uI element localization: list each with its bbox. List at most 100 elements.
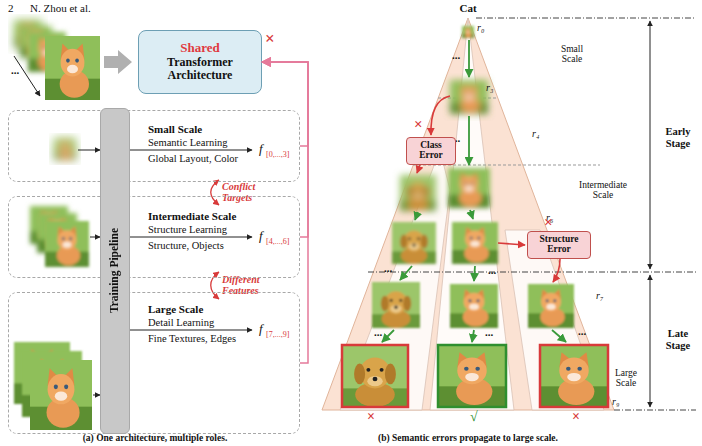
error-arrow <box>553 259 560 282</box>
final-image <box>342 345 408 407</box>
large-image <box>30 360 92 430</box>
scale-image <box>400 175 436 211</box>
conflict-note: Conflict Targets <box>222 181 270 203</box>
function-index: [4,...,6] <box>266 237 289 246</box>
class-name: Cat <box>448 2 488 14</box>
scale-image <box>528 284 574 328</box>
scale-image <box>392 222 436 264</box>
scale-image <box>452 222 498 264</box>
scale-image <box>450 284 498 328</box>
stage-divider <box>614 410 696 411</box>
propagation-arrow <box>470 210 473 219</box>
function-symbol: f <box>259 322 263 337</box>
conflict-arrow <box>211 180 219 205</box>
stage-name: Late Stage <box>656 328 700 351</box>
scale-pyramid <box>322 18 614 410</box>
error-arrow <box>498 243 525 245</box>
scale-group: Small ScaleSemantic LearningGlobal Layou… <box>8 110 300 182</box>
input-image <box>45 36 100 100</box>
ellipsis-mark: ... <box>377 262 399 274</box>
scale-index: r₄ <box>532 128 539 139</box>
scale-index: r₃ <box>486 82 493 93</box>
flow-arrow <box>130 237 252 238</box>
scale-image <box>448 168 490 208</box>
correct-frame <box>438 345 506 407</box>
flow-arrow <box>130 150 252 151</box>
error-arrow <box>417 165 420 173</box>
flow-arrow <box>78 150 100 151</box>
function-index: [0,...,3] <box>266 150 289 159</box>
scale-index: r₀ <box>477 22 484 33</box>
propagation-arrow <box>472 330 474 342</box>
ellipsis-mark: ... <box>4 64 26 76</box>
stage-divider <box>476 18 696 19</box>
ellipsis-mark: ... <box>481 264 503 276</box>
feedback-line <box>262 62 308 237</box>
scale-title: Small Scale <box>148 123 202 136</box>
fail-mark: × <box>572 409 580 424</box>
scale-image <box>462 26 474 38</box>
propagation-arrow <box>400 266 412 280</box>
propagation-arrow <box>382 330 394 342</box>
fail-mark: × <box>414 116 423 133</box>
error-box: Class Error <box>406 137 456 165</box>
small-image <box>54 138 76 160</box>
final-image <box>540 345 608 407</box>
scale-index: r₉ <box>612 396 619 407</box>
scale-index: r₇ <box>596 290 603 301</box>
running-head: N. Zhou et al. <box>30 2 91 14</box>
ellipsis-mark: ... <box>445 49 467 61</box>
scale-title: Large Scale <box>148 303 203 316</box>
pipeline-bar: Training Pipeline <box>100 108 130 434</box>
final-image <box>438 345 506 407</box>
error-box: Structure Error <box>527 231 591 259</box>
propagation-arrow <box>468 116 470 165</box>
scale-feature: Structure, Objects <box>148 240 224 252</box>
ellipsis-mark: ... <box>571 325 593 337</box>
model-box: SharedTransformer Architecture <box>138 30 262 94</box>
scale-image <box>372 282 420 328</box>
ellipsis-mark: ... <box>478 326 500 338</box>
model-heading: Shared <box>180 41 220 56</box>
flow-arrow <box>130 330 252 331</box>
function-symbol: f <box>259 142 263 157</box>
path-wedge <box>340 150 450 410</box>
conflict-arrow <box>211 272 219 299</box>
wrong-frame <box>342 345 408 407</box>
page-number: 2 <box>8 2 14 14</box>
scale-name: Intermediate Scale <box>572 180 634 201</box>
scale-feature: Fine Textures, Edges <box>148 333 236 345</box>
function-symbol: f <box>259 229 263 244</box>
error-arrow <box>431 96 450 135</box>
error-name: Structure Error <box>534 235 584 255</box>
scale-role: Structure Learning <box>148 224 227 236</box>
propagation-arrow <box>474 266 475 281</box>
wrong-frame <box>540 345 608 407</box>
pass-mark: √ <box>470 409 478 424</box>
stage-divider <box>368 272 696 273</box>
scale-image <box>450 80 488 114</box>
block-arrow <box>104 50 132 74</box>
fail-mark: × <box>367 409 375 424</box>
feedback-line <box>262 62 308 146</box>
propagation-arrow <box>552 330 566 342</box>
scale-feature: Global Layout, Color <box>148 153 238 165</box>
fail-mark: × <box>265 30 275 49</box>
propagation-arrow <box>468 40 470 77</box>
stage-span <box>650 275 651 407</box>
intermediate-image <box>45 221 89 267</box>
scale-group: Intermediate ScaleStructure LearningStru… <box>8 196 300 278</box>
model-name: Transformer Architecture <box>150 56 250 84</box>
panel-caption: (a) One architecture, multiple roles. <box>5 433 305 443</box>
pipeline-name: Training Pipeline <box>108 228 121 313</box>
scale-name: Large Scale <box>610 368 642 389</box>
stage-name: Early Stage <box>656 126 700 149</box>
scale-role: Semantic Learning <box>148 137 228 149</box>
propagation-arrow <box>415 212 418 220</box>
scale-role: Detail Learning <box>148 317 214 329</box>
scale-name: Small Scale <box>556 44 588 65</box>
stage-span <box>650 21 651 269</box>
error-name: Class Error <box>413 141 449 161</box>
flow-arrow <box>90 237 100 238</box>
panel-caption: (b) Semantic errors propagate to large s… <box>318 433 618 443</box>
